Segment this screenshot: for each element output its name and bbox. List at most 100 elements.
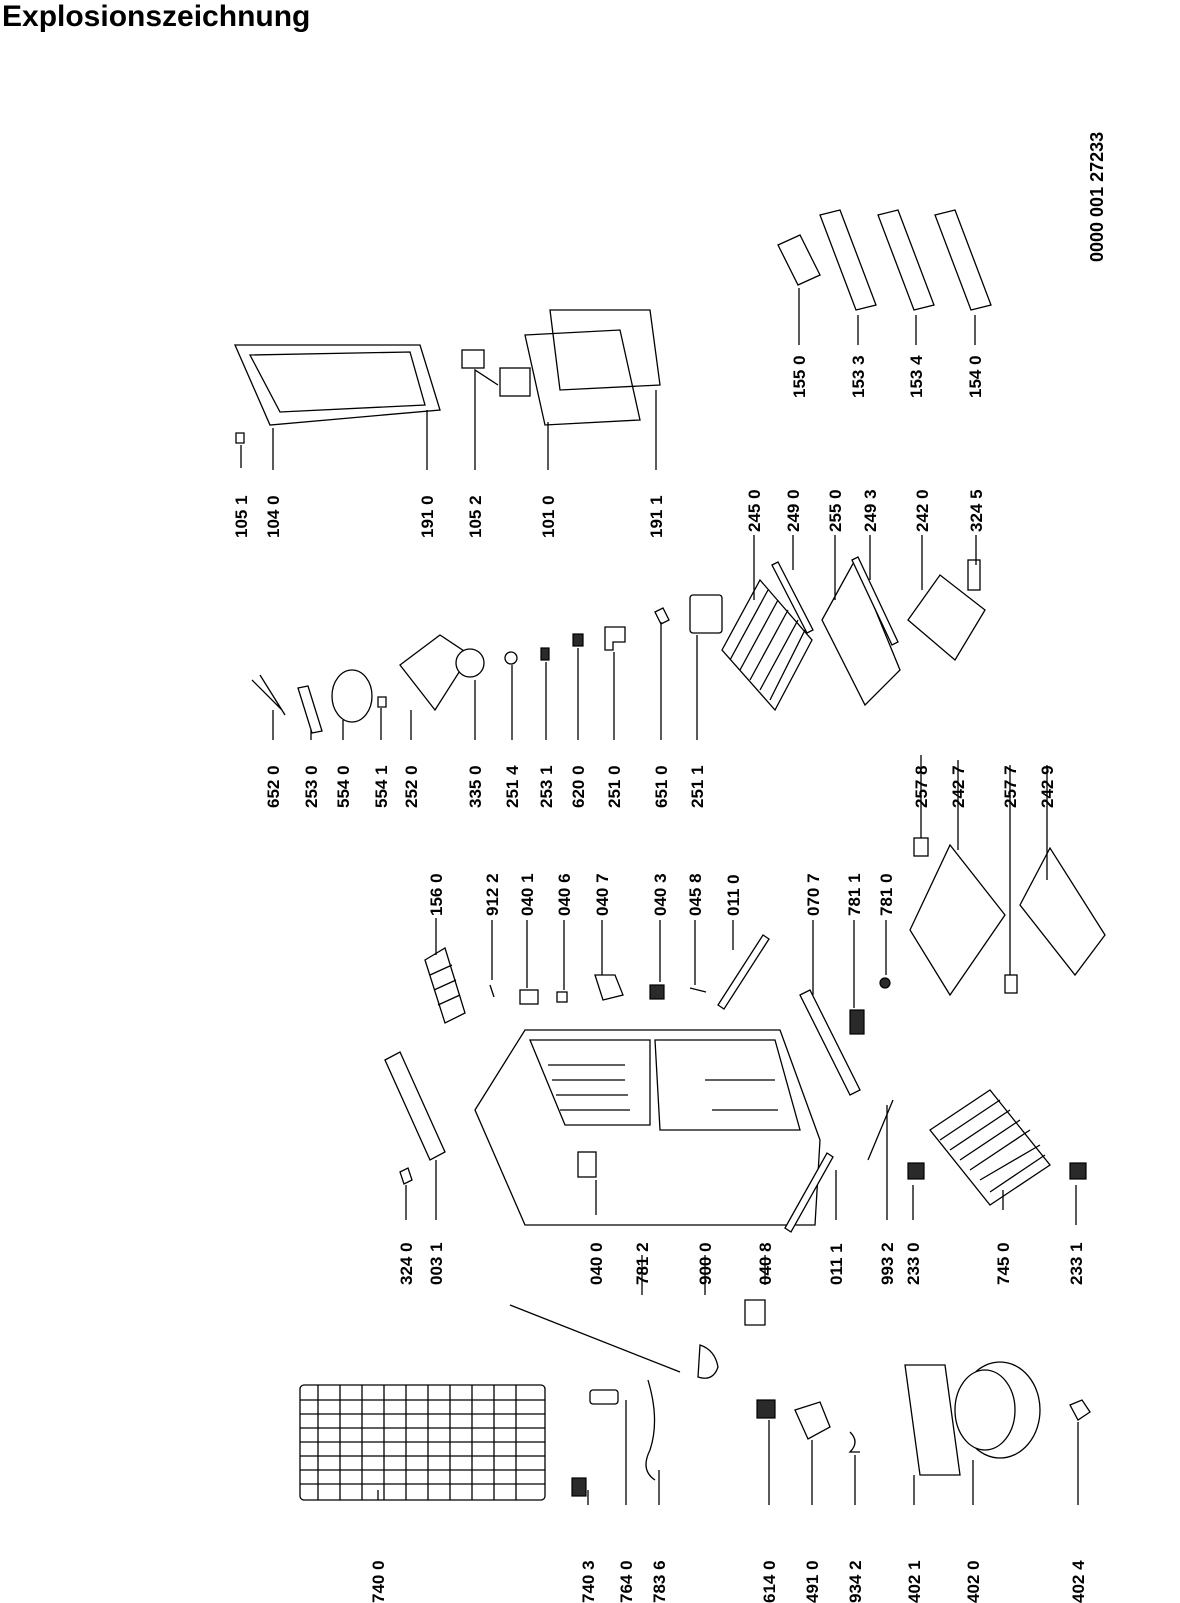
part-label: 554 1 [372,765,391,808]
relay-drawing [756,1399,776,1419]
control-strip-drawing [799,989,861,1096]
part-label: 251 0 [605,765,624,808]
freezer-drawer-upper-drawing [909,843,1006,997]
part-1052-hinge-drawing [461,349,485,369]
part-label: 652 0 [264,765,283,808]
part-label: 040 8 [756,1242,775,1285]
part-label: 242 7 [949,765,968,808]
door-shelf-1540-drawing [934,209,992,311]
part-2490-drawing [771,561,814,634]
ice-tray-drawing [424,947,466,1024]
evaporator-drawing [929,1089,1051,1206]
clip-drawing [848,1431,860,1453]
rail-lower-drawing [784,1152,834,1233]
cabinet-drawing [474,1029,821,1226]
part-label: 335 0 [466,765,485,808]
part-label: 900 0 [696,1242,715,1285]
part-labels: 740 0 740 3 764 0 783 6 614 0 491 0 934 … [232,355,1088,1603]
part-3350-drawing [455,648,485,678]
part-2330-drawing [907,1162,925,1180]
part-7811-drawing [849,1009,865,1035]
part-2511-drawing [689,594,723,634]
crisper-drawer-drawing [907,574,986,661]
part-label: 912 2 [483,873,502,916]
part-label: 233 1 [1067,1242,1086,1285]
part-0458-drawing [689,987,707,993]
part-2577-drawing [1004,974,1018,994]
part-label: 101 0 [539,495,558,538]
egg-tray-drawing [777,234,821,286]
part-label: 253 1 [537,765,556,808]
part-label: 070 7 [804,873,823,916]
part-5540-drawing [331,669,373,723]
part-label: 781 2 [633,1242,652,1285]
part-label: 011 1 [827,1243,846,1285]
part-label: 045 8 [686,873,705,916]
part-label: 245 0 [745,489,764,532]
part-label: 324 0 [397,1242,416,1285]
hose-drawing [645,1379,656,1481]
part-3245-drawing [967,559,981,591]
baseplate-drawing [904,1364,961,1476]
part-2510-drawing [604,626,626,651]
part-label: 257 7 [1001,765,1020,808]
page-title: Explosionszeichnung [2,0,311,33]
freezer-door-drawing [234,344,441,426]
part-label: 402 1 [905,1560,924,1603]
part-label: 783 6 [650,1560,669,1603]
door-shelf-1534-drawing [877,209,935,311]
part-label: 651 0 [652,765,671,808]
part-2514-drawing [504,651,518,665]
part-1051-drawing [235,432,245,444]
part-label: 040 6 [555,873,574,916]
part-900-drawing [697,1344,719,1379]
top-panel-drawing [384,1051,446,1161]
filter-drawing [589,1389,619,1405]
part-label: 253 0 [302,765,321,808]
part-6520-drawing [251,674,286,716]
part-1052-cap-drawing [499,367,531,397]
part-label: 249 0 [784,489,803,532]
part-label: 153 4 [907,355,926,398]
part-label: 781 0 [877,873,896,916]
part-label: 242 9 [1038,765,1057,808]
part-label: 402 0 [964,1560,983,1603]
part-label: 154 0 [966,355,985,398]
door-shelf-1533-drawing [819,209,877,311]
part-label: 104 0 [264,495,283,538]
part-label: 614 0 [760,1560,779,1603]
part-912-drawing [489,984,495,998]
rail-upper-drawing [717,934,770,1010]
part-label: 781 1 [845,873,864,916]
part-label: 993 2 [878,1242,897,1285]
part-label: 252 0 [402,765,421,808]
part-label: 003 1 [427,1242,446,1285]
part-label: 764 0 [617,1560,636,1603]
part-label: 105 2 [466,495,485,538]
freezer-drawer-lower-drawing [1019,846,1106,977]
part-2493-drawing [851,556,899,646]
hinge-drawing [577,1151,597,1178]
wire-shelf-drawing [721,578,813,712]
part-0406-drawing [556,991,568,1003]
part-7810-drawing [879,977,891,989]
part-0403-drawing [649,984,665,1000]
part-label: 040 7 [593,873,612,916]
part-label: 155 0 [790,355,809,398]
part-label: 740 3 [579,1560,598,1603]
part-label: 153 3 [849,355,868,398]
leader-lines [240,288,1079,1505]
part-label: 620 0 [569,765,588,808]
fridge-door-drawing [524,309,661,426]
part-2578-drawing [913,837,929,857]
cover-drawing [794,1401,831,1440]
part-0401-drawing [519,989,539,1005]
bracket-drawing [744,1299,766,1326]
part-label: 491 0 [803,1560,822,1603]
part-label: 242 0 [913,489,932,532]
part-label: 040 1 [518,873,537,916]
part-label: 740 0 [369,1560,388,1603]
part-label: 040 3 [651,873,670,916]
part-5541-drawing [377,696,387,708]
